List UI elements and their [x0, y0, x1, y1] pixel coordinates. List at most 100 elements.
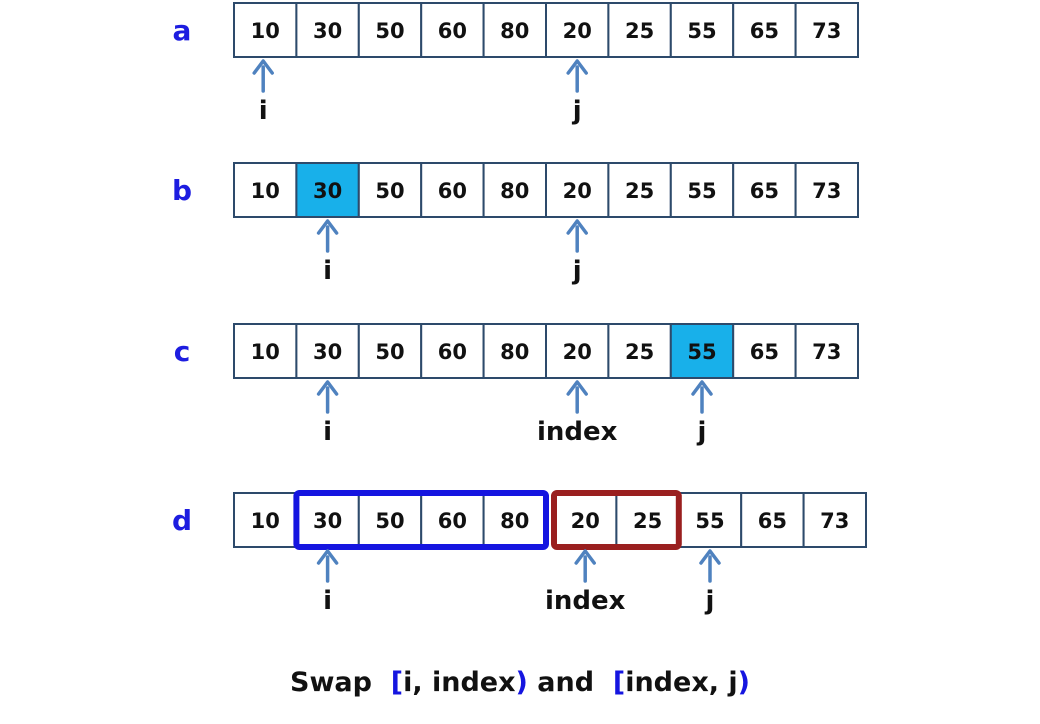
array-cell-value: 65: [750, 179, 779, 203]
array-cell: [357, 162, 423, 218]
array-cell: [357, 323, 423, 379]
caption-middle: and: [527, 667, 613, 698]
pointer-label-j: j: [705, 586, 715, 616]
array-cell-value: 20: [563, 340, 592, 364]
array-cell: [233, 2, 298, 58]
array-cell-value: 73: [812, 340, 841, 364]
array-cell-value: 20: [563, 179, 592, 203]
array-cell: [732, 162, 797, 218]
array-cell-value: 50: [375, 509, 404, 533]
array-cell-highlighted: [669, 323, 735, 379]
arrow-up-icon: [566, 380, 588, 396]
swap-range-outline: [551, 490, 682, 550]
array-cell-value: 30: [313, 19, 342, 43]
array-cell: [420, 323, 485, 379]
pointer-label-index: index: [545, 586, 626, 616]
array-cell-value: 60: [438, 509, 467, 533]
caption-close-paren-1: ): [515, 667, 528, 698]
array-cell-value: 30: [313, 179, 342, 203]
row-label: a: [173, 14, 192, 47]
arrow-up-icon: [574, 549, 596, 565]
pointer-label-i: i: [323, 417, 332, 447]
array-cell-value: 55: [687, 19, 716, 43]
array-cell: [794, 2, 859, 58]
row-label: c: [174, 335, 191, 368]
array-cell-value: 10: [251, 19, 280, 43]
array-cell-value: 65: [750, 19, 779, 43]
caption-open-bracket-1: [: [390, 667, 404, 698]
array-cell: [233, 162, 298, 218]
arrow-up-icon: [316, 219, 339, 235]
array-cell-value: 25: [625, 19, 654, 43]
array-cell-highlighted: [295, 162, 360, 218]
array-cell-value: 50: [375, 19, 404, 43]
array-cell: [669, 2, 735, 58]
array-cell-value: 73: [812, 179, 841, 203]
array-row-a: a 10 30 50 60 80 20 25 55 65 73 i j: [173, 2, 859, 126]
arrow-up-icon: [316, 380, 339, 396]
array-cell-value: 65: [750, 340, 779, 364]
array-cell-value: 10: [251, 179, 280, 203]
arrow-up-icon: [566, 59, 588, 75]
array-cell-value: 60: [438, 340, 467, 364]
array-cell-value: 25: [633, 509, 662, 533]
caption-range-1: i, index: [403, 667, 516, 698]
array-cell: [545, 323, 610, 379]
pointer-label-i: i: [323, 586, 332, 616]
array-cell-value: 60: [438, 19, 467, 43]
array-cell: [607, 323, 672, 379]
array-cell: [295, 2, 360, 58]
array-cell: [794, 162, 859, 218]
array-cell-value: 80: [500, 179, 529, 203]
array-cell-value: 80: [500, 19, 529, 43]
row-label: b: [172, 174, 192, 207]
array-cell-value: 50: [375, 340, 404, 364]
array-row-d: d 10 30 50 60 80 20 25 55 65 73 i index j: [172, 490, 867, 616]
array-cell: [669, 162, 735, 218]
array-cell: [607, 2, 672, 58]
array-cell-value: 80: [500, 340, 529, 364]
caption-close-paren-2: ): [737, 667, 750, 698]
array-cell-value: 80: [500, 509, 529, 533]
array-cell-value: 10: [251, 509, 280, 533]
pointer-label-j: j: [697, 417, 707, 447]
array-cell: [732, 2, 797, 58]
array-cell-value: 20: [571, 509, 600, 533]
arrow-up-icon: [316, 549, 339, 565]
array-cell-value: 55: [695, 509, 724, 533]
array-cell: [233, 492, 298, 548]
pointer-label-index: index: [537, 417, 618, 447]
array-cell-value: 73: [812, 19, 841, 43]
pointer-label-j: j: [572, 96, 582, 126]
caption-open-bracket-2: [: [612, 667, 626, 698]
array-cell: [794, 323, 859, 379]
arrow-up-icon: [566, 219, 588, 235]
array-cell-value: 20: [563, 19, 592, 43]
array-cell-value: 60: [438, 179, 467, 203]
array-cell-value: 73: [820, 509, 849, 533]
arrow-up-icon: [252, 59, 274, 75]
array-cell: [802, 492, 867, 548]
array-cell-value: 55: [687, 179, 716, 203]
array-cell: [357, 2, 423, 58]
caption-prefix: Swap: [290, 667, 391, 698]
caption-range-2: index, j: [625, 667, 738, 698]
array-cell-value: 10: [251, 340, 280, 364]
array-cell-value: 30: [313, 509, 342, 533]
pointer-label-j: j: [572, 256, 582, 286]
array-cell: [482, 2, 548, 58]
array-cell-value: 65: [758, 509, 787, 533]
array-cell: [295, 323, 360, 379]
array-cell-value: 30: [313, 340, 342, 364]
array-cell: [482, 323, 548, 379]
array-cell-value: 25: [625, 179, 654, 203]
swap-caption: Swap [i, index) and [index, j): [0, 667, 1040, 698]
row-label: d: [172, 504, 192, 537]
swap-range-outline: [293, 490, 549, 550]
pointer-label-i: i: [323, 256, 332, 286]
pointer-label-i: i: [259, 96, 268, 126]
